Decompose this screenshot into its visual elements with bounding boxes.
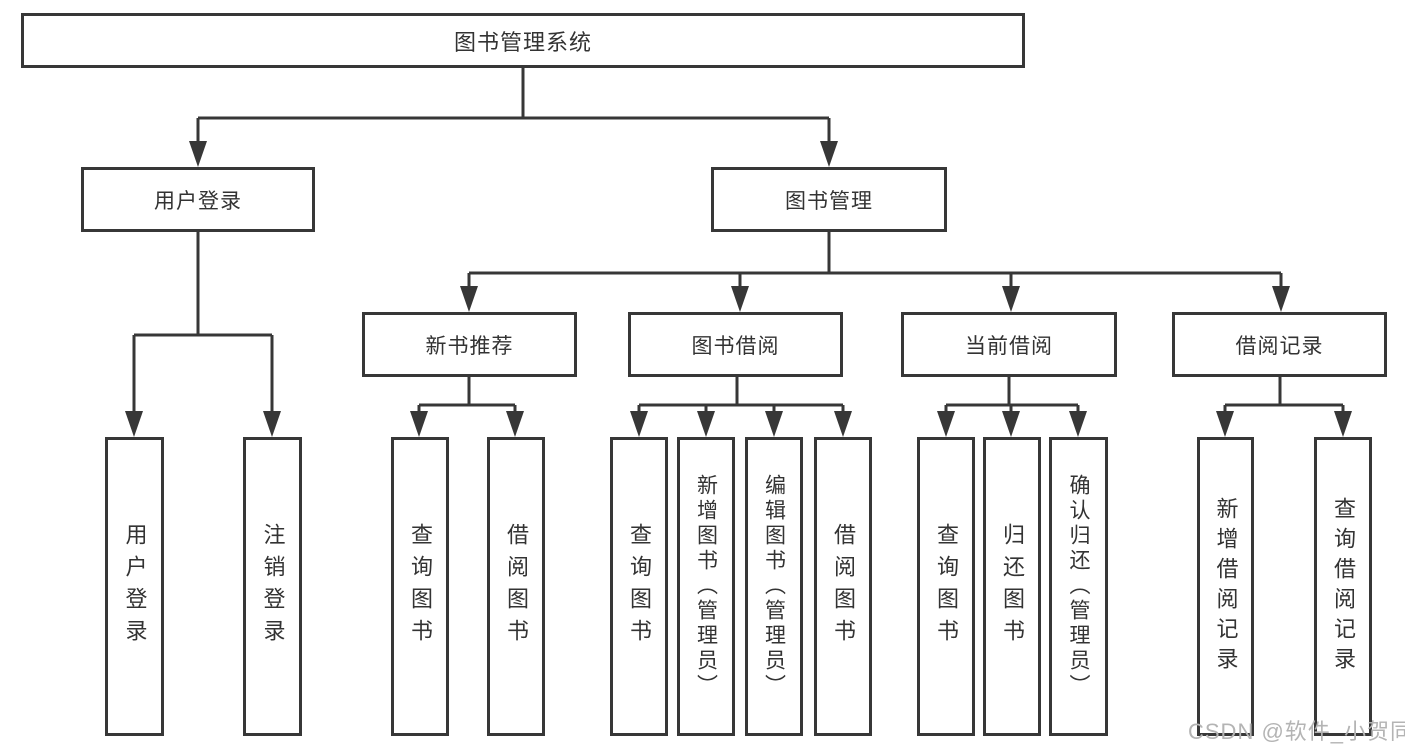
leaf-label: 新增图书（管理员） bbox=[694, 474, 718, 699]
leaf-confirm-return-admin: 确认归还（管理员） bbox=[1049, 437, 1108, 736]
arrow-down-icon bbox=[263, 411, 281, 437]
arrow-down-icon bbox=[1002, 286, 1020, 312]
node-user-login: 用户登录 bbox=[81, 167, 315, 232]
arrow-down-icon bbox=[189, 141, 207, 167]
arrow-down-icon bbox=[630, 411, 648, 437]
node-borrow-records: 借阅记录 bbox=[1172, 312, 1387, 377]
leaf-logout: 注销登录 bbox=[243, 437, 302, 736]
leaf-label: 查询图书 bbox=[627, 522, 652, 651]
leaf-query-books-borrow: 查询图书 bbox=[610, 437, 668, 736]
leaf-label: 确认归还（管理员） bbox=[1067, 474, 1090, 699]
leaf-query-books-current: 查询图书 bbox=[917, 437, 975, 736]
arrow-down-icon bbox=[1272, 286, 1290, 312]
arrow-down-icon bbox=[765, 411, 783, 437]
arrow-down-icon bbox=[820, 141, 838, 167]
leaf-add-borrow-record: 新增借阅记录 bbox=[1197, 437, 1254, 736]
arrow-down-icon bbox=[1334, 411, 1352, 437]
node-new-book-recommend: 新书推荐 bbox=[362, 312, 577, 377]
connector-user-login-children bbox=[125, 232, 281, 437]
leaf-query-books-recommend: 查询图书 bbox=[391, 437, 449, 736]
arrow-down-icon bbox=[1002, 411, 1020, 437]
leaf-label: 查询借阅记录 bbox=[1331, 496, 1356, 677]
node-book-borrow: 图书借阅 bbox=[628, 312, 843, 377]
leaf-label: 注销登录 bbox=[260, 522, 286, 651]
csdn-watermark: CSDN @软件_小贺同学 bbox=[1188, 719, 1405, 744]
node-current-borrow: 当前借阅 bbox=[901, 312, 1117, 377]
arrow-down-icon bbox=[410, 411, 428, 437]
leaf-label: 归还图书 bbox=[1000, 522, 1025, 651]
leaf-borrow-books-recommend: 借阅图书 bbox=[487, 437, 545, 736]
connector-root-to-level2 bbox=[189, 68, 838, 167]
arrow-down-icon bbox=[1069, 411, 1087, 437]
leaf-label: 借阅图书 bbox=[831, 522, 856, 651]
arrow-down-icon bbox=[1216, 411, 1234, 437]
connector-borrow-records-children bbox=[1216, 377, 1352, 437]
node-book-management: 图书管理 bbox=[711, 167, 947, 232]
arrow-down-icon bbox=[731, 286, 749, 312]
leaf-label: 新增借阅记录 bbox=[1213, 496, 1239, 677]
leaf-query-borrow-record: 查询借阅记录 bbox=[1314, 437, 1372, 736]
arrow-down-icon bbox=[125, 411, 143, 437]
connector-book-borrow-children bbox=[630, 377, 852, 437]
arrow-down-icon bbox=[506, 411, 524, 437]
connector-new-book-children bbox=[410, 377, 524, 437]
leaf-edit-books-admin: 编辑图书（管理员） bbox=[745, 437, 803, 736]
arrow-down-icon bbox=[697, 411, 715, 437]
leaf-label: 查询图书 bbox=[934, 522, 959, 651]
arrow-down-icon bbox=[834, 411, 852, 437]
arrow-down-icon bbox=[460, 286, 478, 312]
leaf-add-books-admin: 新增图书（管理员） bbox=[677, 437, 735, 736]
leaf-return-books: 归还图书 bbox=[983, 437, 1041, 736]
leaf-user-login: 用户登录 bbox=[105, 437, 164, 736]
leaf-label: 编辑图书（管理员） bbox=[762, 474, 786, 699]
leaf-label: 查询图书 bbox=[408, 522, 433, 651]
node-library-system: 图书管理系统 bbox=[21, 13, 1025, 68]
connector-book-mgmt-children bbox=[460, 232, 1290, 312]
arrow-down-icon bbox=[937, 411, 955, 437]
leaf-label: 借阅图书 bbox=[504, 522, 529, 651]
connector-current-borrow-children bbox=[937, 377, 1087, 437]
leaf-label: 用户登录 bbox=[122, 522, 148, 651]
leaf-borrow-books: 借阅图书 bbox=[814, 437, 872, 736]
